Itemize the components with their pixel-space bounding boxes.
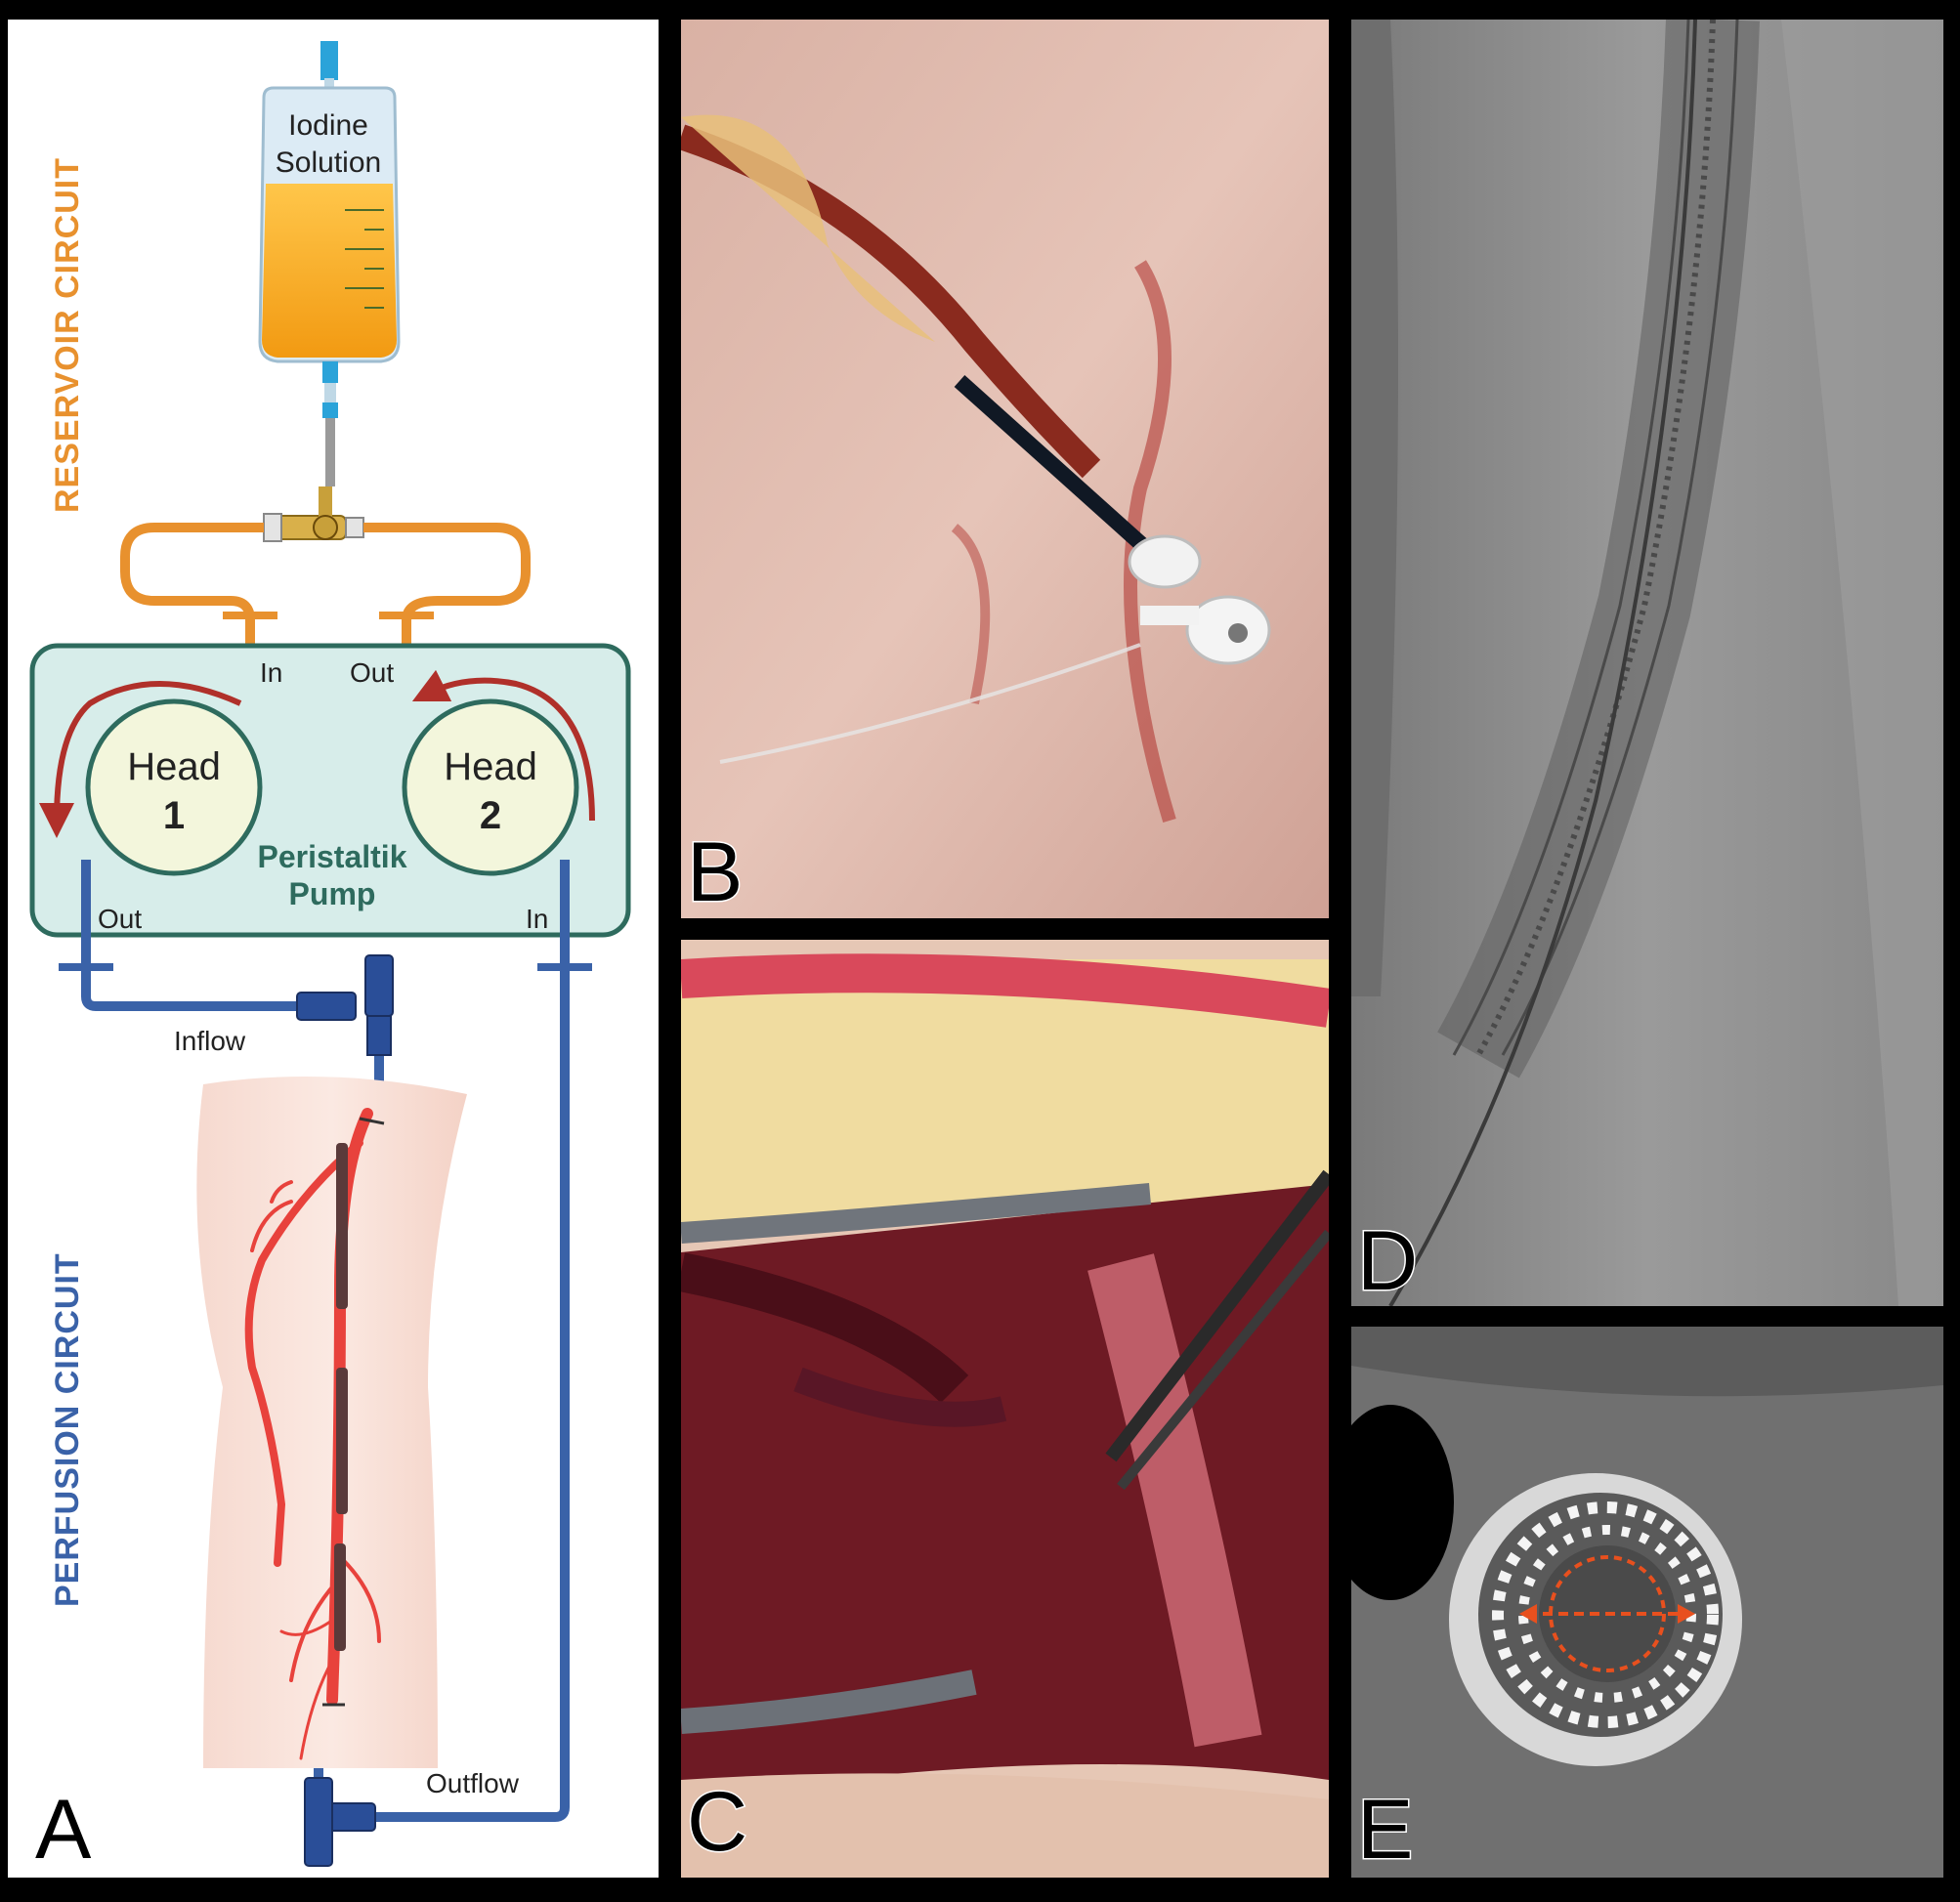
panel-c-label: C <box>685 1775 748 1869</box>
panel-a-label: A <box>33 1783 92 1877</box>
pump-head-2 <box>402 698 579 876</box>
panel-e-label: E <box>1355 1783 1414 1877</box>
sheath-hub-icon <box>1128 534 1271 665</box>
head1-out-label: Out <box>98 904 142 934</box>
inflow-label: Inflow <box>174 1026 246 1056</box>
panel-b-photo: B <box>681 20 1329 918</box>
bag-label-line1: Iodine <box>288 109 368 142</box>
stent-graft-image <box>1388 20 1760 1306</box>
panel-d-label: D <box>1355 1214 1419 1306</box>
bag-label-line2: Solution <box>276 147 381 179</box>
pump-head-1 <box>85 698 263 876</box>
head2-line1: Head <box>444 745 537 788</box>
reservoir-tubing <box>120 523 531 752</box>
head1-rotation-arrow <box>39 681 242 838</box>
iodine-bag-icon <box>258 41 401 542</box>
head2-in-label: In <box>526 904 548 934</box>
suture-ties <box>322 1117 385 1707</box>
panel-b-label: B <box>685 825 744 918</box>
inflow-connector-icon <box>296 954 394 1056</box>
panel-e-ct: E <box>1351 1327 1943 1878</box>
head1-line2: 1 <box>163 794 185 837</box>
panel-d-angiography: D <box>1351 20 1943 1306</box>
stent-cross-section <box>1449 1473 1742 1766</box>
reservoir-circuit-title: RESERVOIR CIRCUIT <box>49 157 86 513</box>
head2-rotation-arrow <box>411 669 595 822</box>
perfusion-circuit-title: PERFUSION CIRCUIT <box>49 1252 86 1607</box>
head1-in-label: In <box>260 657 282 688</box>
pump-label-line2: Pump <box>289 876 376 911</box>
head2-out-top-label: Out <box>350 657 394 688</box>
outflow-label: Outflow <box>426 1768 520 1798</box>
outflow-connector-icon <box>304 1777 376 1867</box>
perfusion-schematic-diagram: RESERVOIR CIRCUIT PERFUSION CIRCUIT I <box>29 41 631 1867</box>
stent-illustration <box>334 1143 348 1651</box>
head1-line1: Head <box>127 745 221 788</box>
pump-label-line1: Peristaltik <box>258 839 407 874</box>
panel-a-schematic: RESERVOIR CIRCUIT PERFUSION CIRCUIT I <box>8 20 659 1878</box>
panel-c-photo: C <box>681 940 1329 1878</box>
head2-line2: 2 <box>480 794 501 837</box>
